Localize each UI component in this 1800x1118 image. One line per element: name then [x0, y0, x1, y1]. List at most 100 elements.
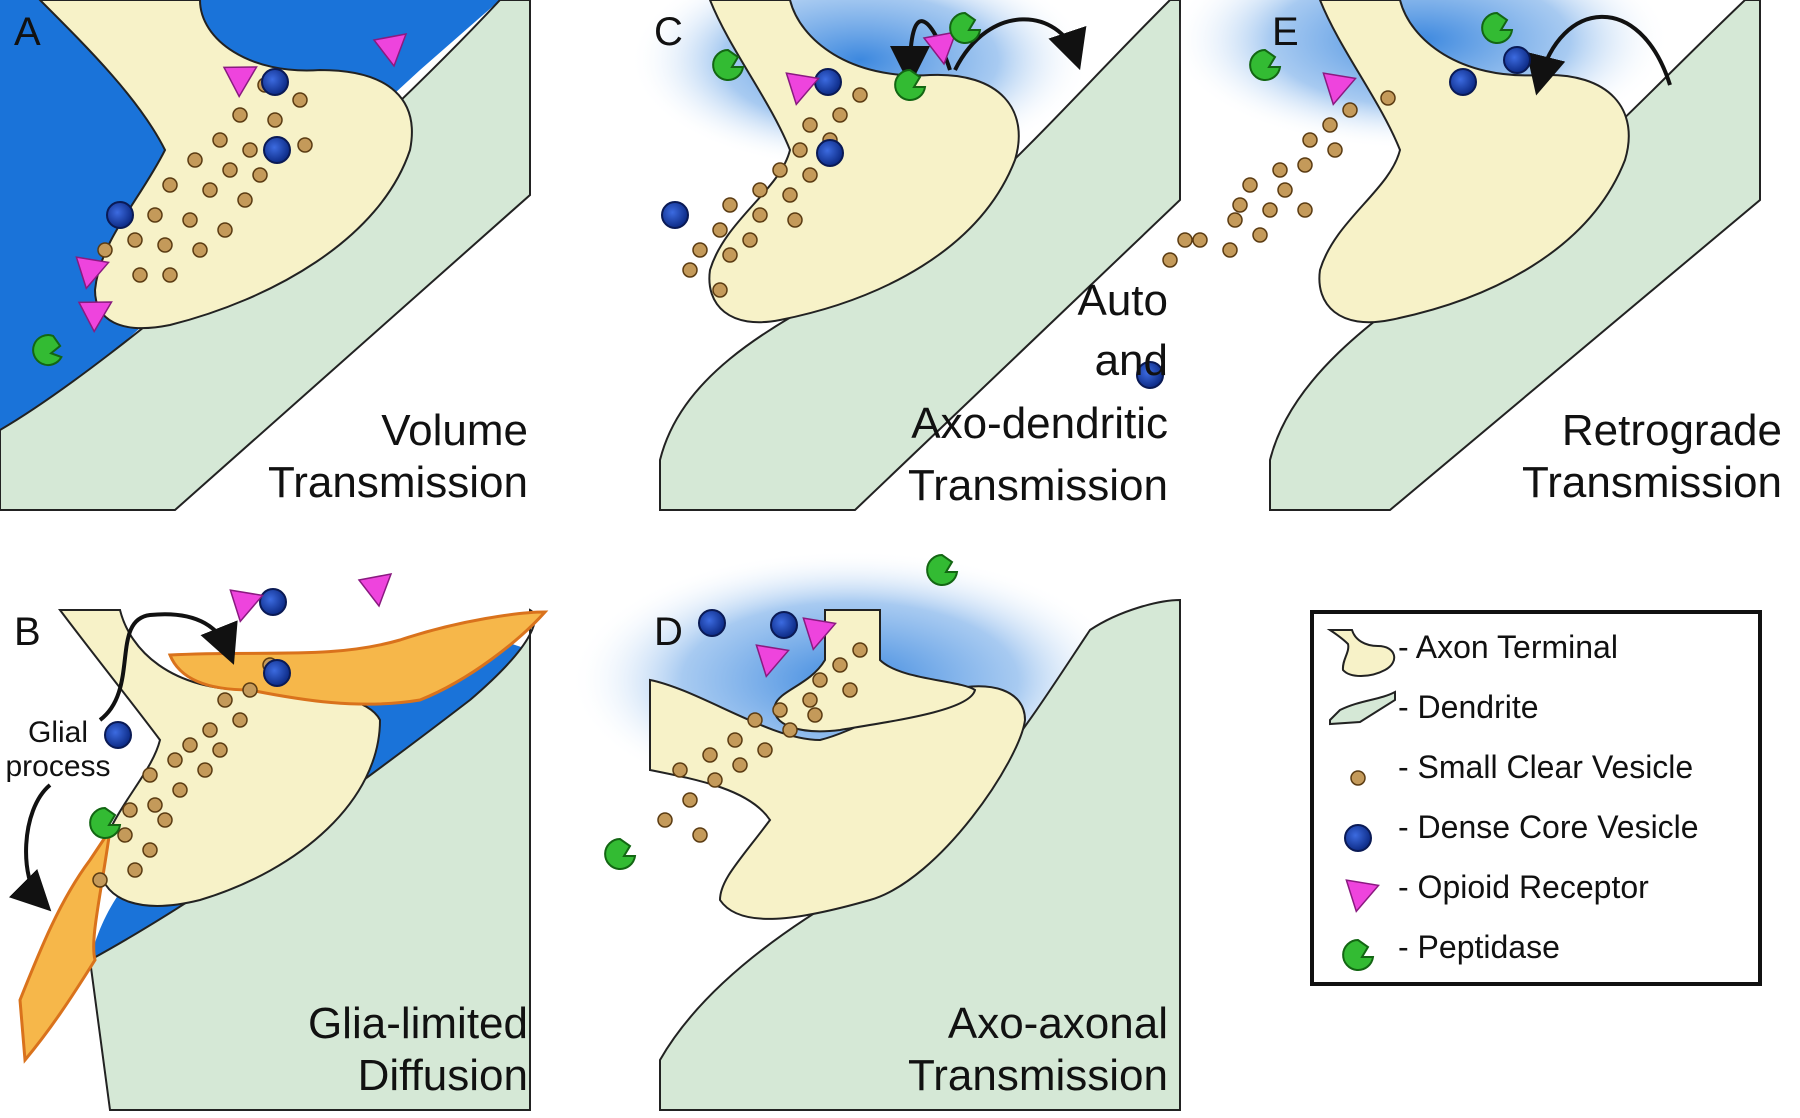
- small-clear-vesicle-icon: [147, 797, 163, 813]
- small-clear-vesicle-icon: [122, 802, 138, 818]
- opioid-receptor-icon: [77, 301, 113, 333]
- axon-terminal-upper: [773, 609, 977, 733]
- small-clear-vesicle-icon: [852, 87, 868, 103]
- opioid-receptor-icon: [372, 33, 408, 68]
- peptidase-icon: [712, 48, 745, 81]
- small-clear-vesicle-icon: [202, 182, 218, 198]
- small-clear-vesicle-icon: [1262, 202, 1278, 218]
- small-clear-vesicle-icon: [722, 197, 738, 213]
- small-clear-vesicle-icon: [167, 752, 183, 768]
- small-clear-vesicle-icon: [782, 187, 798, 203]
- panel-letter-a: A: [14, 10, 41, 54]
- opioid-receptor-icon: [802, 617, 837, 651]
- small-clear-vesicle-icon: [1302, 132, 1318, 148]
- small-clear-vesicle-icon: [1162, 252, 1178, 268]
- panel-e-title-line-1: Retrograde: [1562, 406, 1782, 455]
- dense-core-vesicle-icon: [1503, 46, 1531, 74]
- peptidase-icon: [604, 837, 637, 870]
- small-clear-vesicle-icon: [132, 267, 148, 283]
- small-clear-vesicle-icon: [142, 842, 158, 858]
- small-clear-vesicle-icon: [297, 137, 313, 153]
- panel-d-title-line-2: Transmission: [908, 1051, 1168, 1100]
- small-clear-vesicle-icon: [1252, 227, 1268, 243]
- dense-core-vesicle-icon: [259, 588, 287, 616]
- panel-a-title-line-2: Transmission: [268, 458, 528, 507]
- dendrite-icon: [1329, 690, 1396, 726]
- small-clear-vesicle-icon: [242, 142, 258, 158]
- legend-label-peptidase: - Peptidase: [1398, 929, 1560, 965]
- dense-core-vesicle-icon: [698, 609, 726, 637]
- peptidase-icon: [926, 553, 959, 586]
- small-clear-vesicle-icon: [157, 812, 173, 828]
- small-clear-vesicle-icon: [742, 232, 758, 248]
- small-clear-vesicle-icon: [212, 132, 228, 148]
- opioid-receptor-icon: [1322, 72, 1357, 106]
- small-clear-vesicle-icon: [202, 722, 218, 738]
- small-clear-vesicle-icon: [222, 162, 238, 178]
- small-clear-vesicle-icon: [757, 742, 773, 758]
- legend-label-dense-core-vesicle: - Dense Core Vesicle: [1398, 809, 1699, 845]
- small-clear-vesicle-icon: [147, 207, 163, 223]
- small-clear-vesicle-icon: [732, 757, 748, 773]
- small-clear-vesicle-icon: [802, 692, 818, 708]
- panel-b-title-line-1: Glia-limited: [308, 999, 528, 1048]
- panel-letter-d: D: [654, 610, 683, 654]
- small-clear-vesicle-icon: [727, 732, 743, 748]
- panel-letter-b: B: [14, 610, 41, 654]
- small-clear-vesicle-icon: [672, 762, 688, 778]
- opioid-receptor-icon: [229, 589, 264, 623]
- opioid-receptor-icon: [357, 573, 393, 608]
- dense-core-vesicle-icon: [106, 201, 134, 229]
- small-clear-vesicle-icon: [162, 267, 178, 283]
- small-clear-vesicle-icon: [1350, 770, 1366, 786]
- marks-layer: [32, 11, 1531, 971]
- panel-b-title-line-2: Diffusion: [358, 1051, 528, 1100]
- small-clear-vesicle-icon: [1192, 232, 1208, 248]
- dense-core-vesicle-icon: [814, 68, 842, 96]
- small-clear-vesicle-icon: [92, 872, 108, 888]
- curved-arrow-axodendritic: [953, 17, 1087, 71]
- small-clear-vesicle-icon: [1322, 117, 1338, 133]
- opioid-receptor-icon: [755, 644, 790, 678]
- legend-label-opioid-receptor: - Opioid Receptor: [1398, 869, 1649, 905]
- peptidase-icon: [894, 68, 927, 101]
- small-clear-vesicle-icon: [182, 212, 198, 228]
- legend-label-axon-terminal: - Axon Terminal: [1398, 629, 1618, 665]
- small-clear-vesicle-icon: [682, 262, 698, 278]
- small-clear-vesicle-icon: [117, 827, 133, 843]
- small-clear-vesicle-icon: [1227, 212, 1243, 228]
- small-clear-vesicle-icon: [802, 117, 818, 133]
- small-clear-vesicle-icon: [1277, 182, 1293, 198]
- small-clear-vesicle-icon: [217, 692, 233, 708]
- small-clear-vesicle-icon: [127, 232, 143, 248]
- small-clear-vesicle-icon: [787, 212, 803, 228]
- small-clear-vesicle-icon: [707, 772, 723, 788]
- small-clear-vesicle-icon: [142, 767, 158, 783]
- small-clear-vesicle-icon: [182, 737, 198, 753]
- legend-label-small-clear-vesicle: - Small Clear Vesicle: [1398, 749, 1693, 785]
- small-clear-vesicle-icon: [1297, 157, 1313, 173]
- legend-box: [1310, 610, 1762, 986]
- peptidase-icon: [89, 806, 122, 839]
- small-clear-vesicle-icon: [702, 747, 718, 763]
- opioid-receptor-icon: [785, 72, 820, 106]
- axon-terminal-lower: [649, 678, 1027, 920]
- small-clear-vesicle-icon: [212, 742, 228, 758]
- panel-c-title-line-1: Auto: [1077, 276, 1168, 325]
- small-clear-vesicle-icon: [1222, 242, 1238, 258]
- small-clear-vesicle-icon: [682, 792, 698, 808]
- panel-letter-c: C: [654, 10, 683, 54]
- dense-core-vesicle-icon: [816, 139, 844, 167]
- peptidase-icon: [32, 334, 63, 367]
- small-clear-vesicle-icon: [1342, 102, 1358, 118]
- small-clear-vesicle-icon: [832, 107, 848, 123]
- legend: [1310, 610, 1762, 986]
- small-clear-vesicle-icon: [1242, 177, 1258, 193]
- small-clear-vesicle-icon: [692, 242, 708, 258]
- small-clear-vesicle-icon: [747, 712, 763, 728]
- small-clear-vesicle-icon: [772, 162, 788, 178]
- panel-d-title-line-1: Axo-axonal: [948, 999, 1168, 1048]
- small-clear-vesicle-icon: [812, 672, 828, 688]
- dense-core-vesicle-icon: [1449, 68, 1477, 96]
